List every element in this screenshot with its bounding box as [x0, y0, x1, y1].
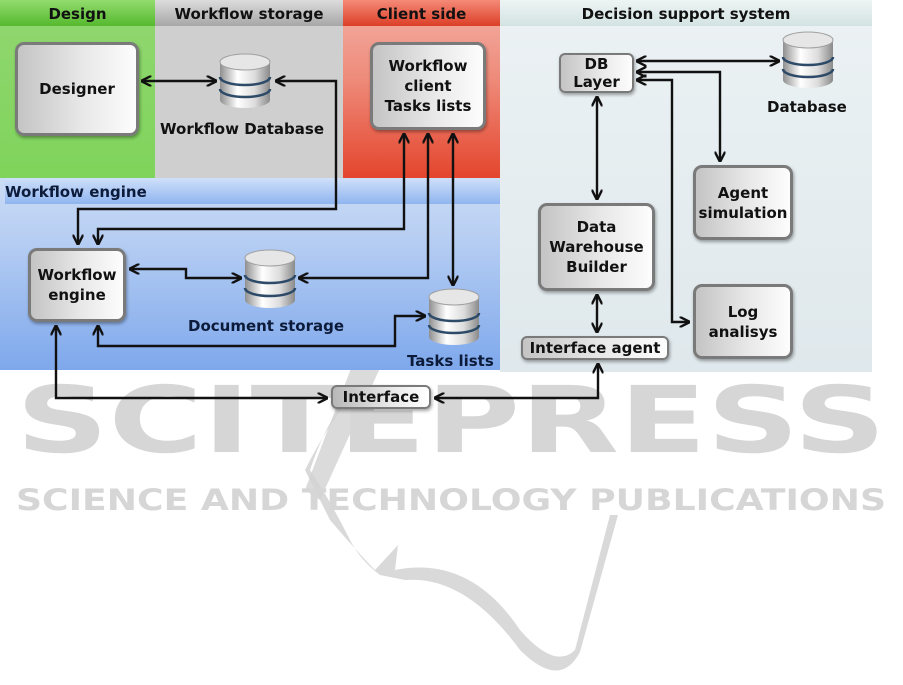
database-label: Database: [767, 98, 847, 116]
arrow-client-engine: [98, 134, 404, 244]
database-icon[interactable]: [781, 31, 835, 88]
db-layer-node[interactable]: DB Layer: [559, 53, 634, 93]
panel-workflow-storage-title: Workflow storage: [155, 0, 343, 26]
arrow-engine-to-workflow-db: [78, 81, 338, 244]
watermark-subtitle: SCIENCE AND TECHNOLOGY PUBLICATIONS: [16, 483, 886, 517]
data-warehouse-builder-node[interactable]: Data Warehouse Builder: [538, 203, 655, 291]
arrow-engine-document-storage: [130, 269, 241, 278]
interface-node[interactable]: Interface: [331, 385, 431, 409]
tasks-lists-icon[interactable]: [427, 288, 481, 345]
panel-client-side-title: Client side: [343, 0, 500, 26]
arrow-engine-interface: [56, 326, 327, 398]
arrow-db-layer-log-analysis: [637, 80, 689, 322]
interface-agent-node[interactable]: Interface agent: [521, 336, 669, 360]
workflow-client-node[interactable]: Workflow client Tasks lists: [370, 42, 486, 130]
arrow-db-layer-agent-simulation: [637, 72, 720, 161]
log-analysis-node[interactable]: Log analisys: [693, 284, 793, 359]
workflow-engine-node[interactable]: Workflow engine: [28, 248, 126, 322]
document-storage-icon[interactable]: [243, 249, 297, 308]
agent-simulation-node[interactable]: Agent simulation: [693, 165, 793, 240]
arrow-interface-interface-agent: [435, 364, 598, 398]
panel-decision-support-title: Decision support system: [500, 0, 872, 26]
panel-design-title: Design: [0, 0, 155, 26]
arrow-engine-tasks-lists: [98, 316, 425, 348]
arrow-client-document-storage: [299, 134, 428, 278]
